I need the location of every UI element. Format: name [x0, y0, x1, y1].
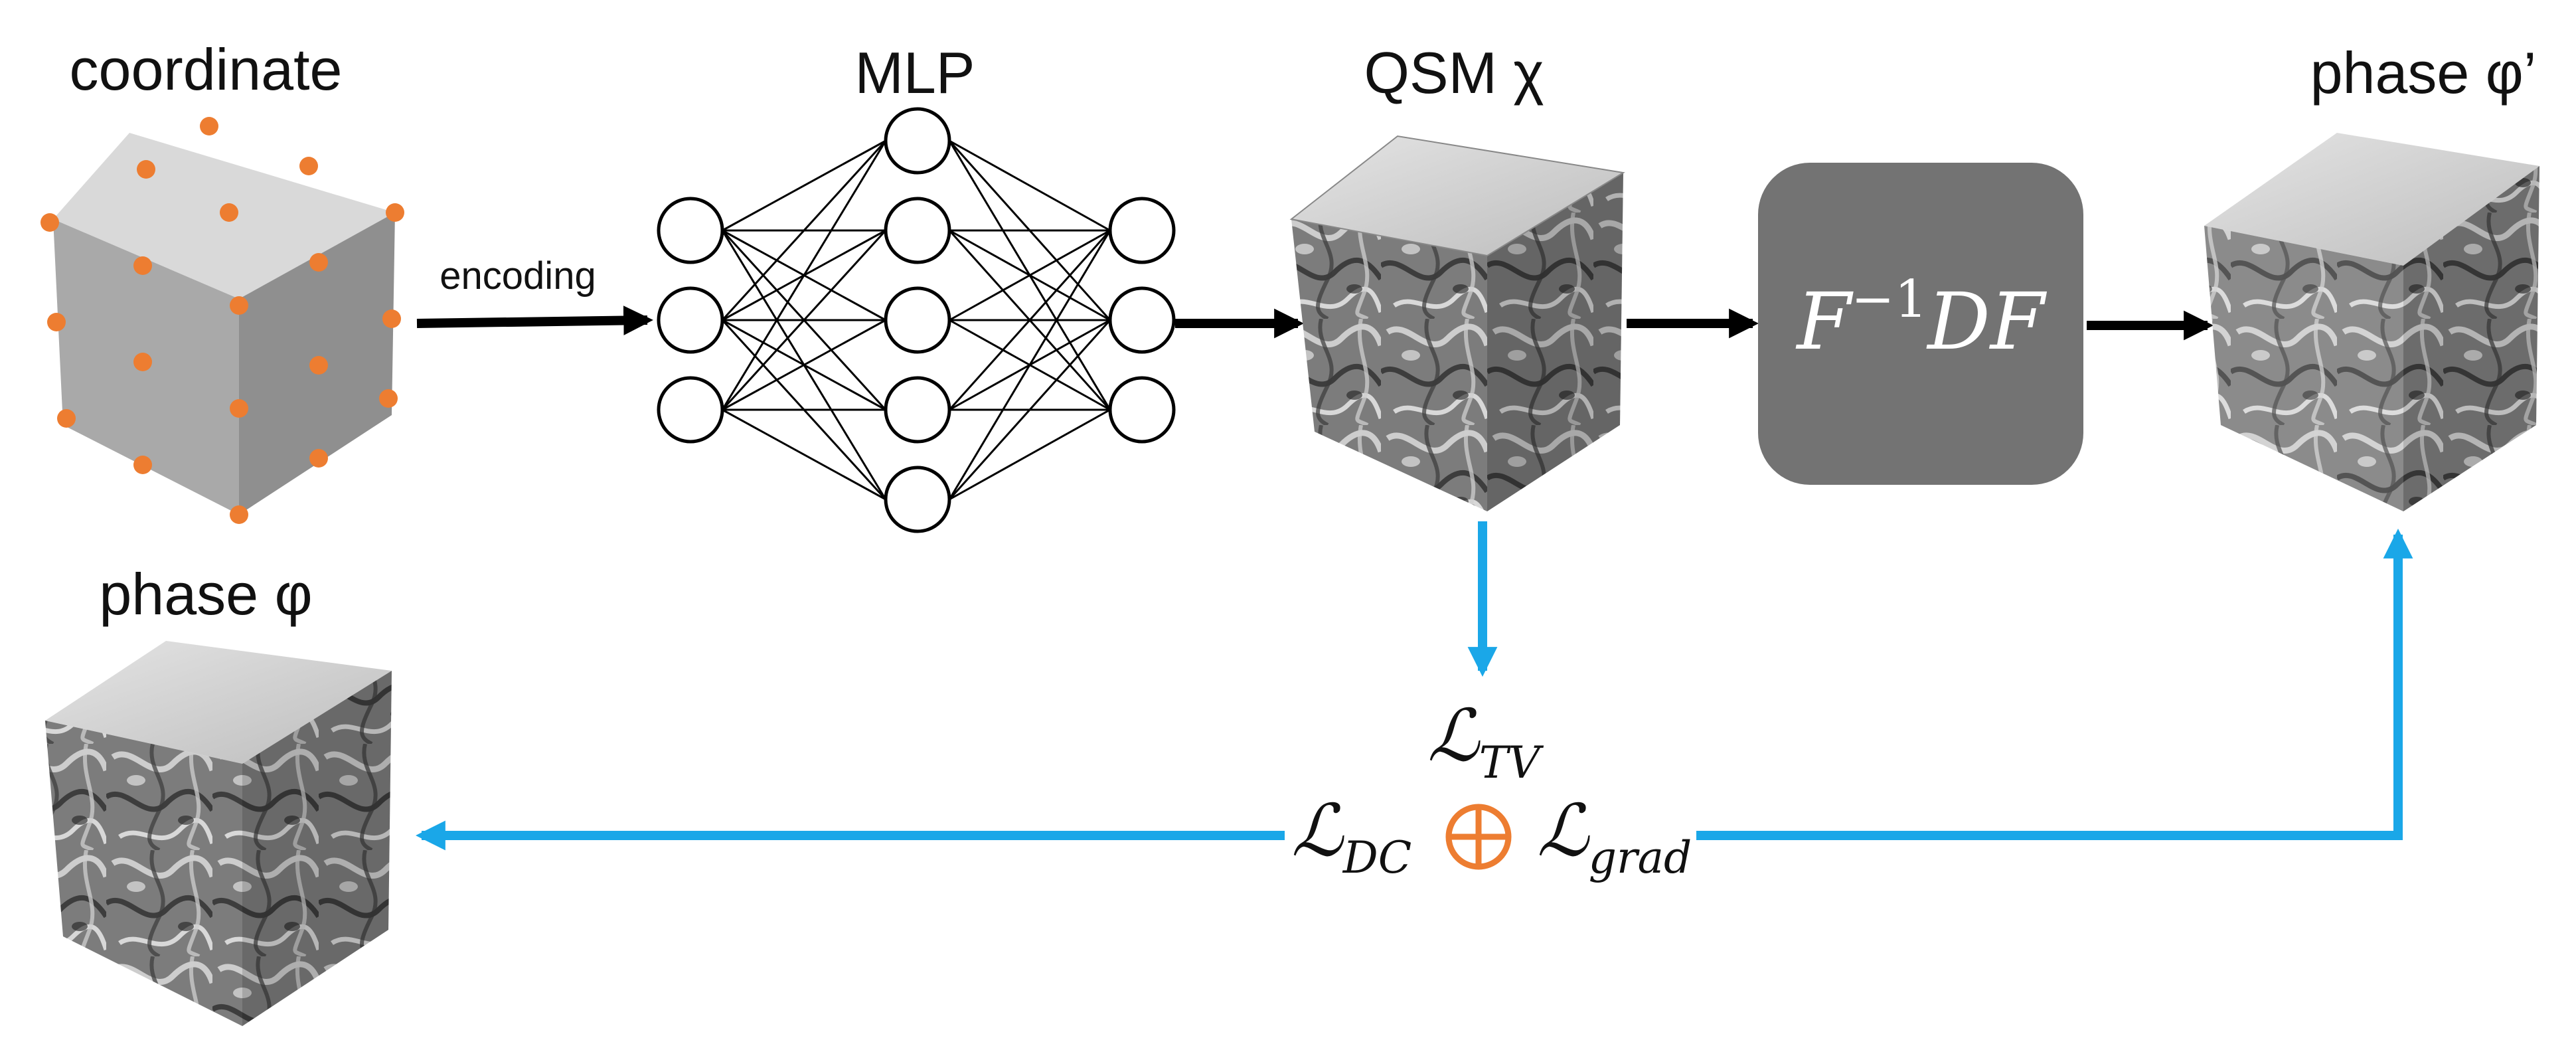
mlp-edge [721, 140, 887, 410]
mlp-node [657, 286, 724, 354]
qsm-label: QSM χ [1364, 40, 1544, 106]
operator-box-background [1758, 163, 2083, 485]
coordinate-dot [309, 356, 328, 375]
mlp-edge [948, 230, 1111, 500]
oplus-icon [1445, 804, 1512, 870]
operator-label: F−1DF [1795, 270, 2047, 367]
loss-dc-base: ℒ [1291, 790, 1344, 873]
coordinate-label: coordinate [70, 37, 343, 102]
loss-dc: ℒDC [1291, 790, 1411, 883]
loss-grad-subscript: grad [1589, 832, 1692, 883]
dipole-operator-box: F−1DF [1758, 163, 2083, 485]
mlp-edge [949, 408, 1111, 501]
mlp-node [884, 107, 951, 175]
mlp-edge [948, 319, 1111, 501]
mlp-edges [721, 139, 1111, 501]
coordinate-dot [309, 253, 328, 272]
mlp-node [1108, 286, 1176, 354]
coordinate-dot [386, 203, 404, 222]
coordinate-dot [382, 309, 401, 328]
loss-tv-base: ℒ [1427, 695, 1481, 778]
encoding-arrow [416, 305, 653, 335]
mlp-node [1108, 376, 1176, 444]
phase-input-cube-top-face [45, 641, 392, 764]
encoding-label: encoding [440, 254, 596, 298]
mlp-node [884, 376, 951, 444]
coordinate-cube [40, 117, 404, 524]
coordinate-dot [230, 296, 248, 315]
coordinate-dot [133, 456, 152, 474]
loss-tv-subscript: TV [1479, 737, 1544, 788]
coordinate-dot [220, 203, 238, 222]
operator-rest: DF [1926, 276, 2048, 367]
mlp-node [884, 197, 951, 264]
phase-input-cube-right-face [242, 671, 392, 1026]
mlp-edge [949, 229, 1111, 321]
phase-prime-cube-right-face [2403, 166, 2539, 511]
phase-input-cube [45, 641, 392, 1026]
coordinate-dot [379, 389, 398, 408]
phase-prime-cube-left-face [2204, 226, 2403, 511]
mlp-edge [722, 139, 886, 232]
mlp-nodes [657, 107, 1176, 533]
phase-prime-cube [2204, 133, 2539, 511]
coordinate-dot [40, 213, 59, 232]
mlp-node [657, 376, 724, 444]
coordinate-dot [133, 353, 152, 371]
coordinate-dot [230, 399, 248, 418]
mlp-network [657, 107, 1176, 533]
loss-tv: ℒTV [1427, 695, 1544, 788]
phase-prime-cube-top-face [2204, 133, 2539, 266]
coordinate-dots [40, 117, 404, 524]
coordinate-dot [309, 449, 328, 468]
mlp-edge [948, 229, 1111, 411]
mlp-node [884, 466, 951, 533]
mlp-label: MLP [855, 40, 975, 106]
phase-output-label: phase φ’ [2310, 40, 2537, 106]
mlp-edge [722, 408, 886, 501]
mlp-edge [721, 139, 887, 321]
mlp-node [884, 286, 951, 354]
operator-base: F [1795, 276, 1854, 367]
mlp-edge [722, 319, 886, 411]
coordinate-dot [230, 505, 248, 524]
phase-input-cube-left-face [45, 721, 242, 1026]
qsm-cube-top-face [1291, 136, 1623, 256]
coordinate-dot [299, 157, 318, 175]
loss-grad-base: ℒ [1537, 790, 1590, 873]
mlp-edge [949, 139, 1111, 232]
coordinate-dot [133, 256, 152, 275]
mlp-edge [721, 229, 887, 411]
coordinate-dot [47, 313, 66, 331]
qsm-cube-right-face [1487, 173, 1623, 511]
mlp-node [1108, 197, 1176, 264]
loss-dc-subscript: DC [1342, 832, 1411, 883]
qsm-cube-left-face [1291, 219, 1487, 511]
mlp-node [657, 197, 724, 264]
qsm-chi-cube [1289, 135, 1625, 511]
phase-input-label: phase φ [99, 561, 312, 627]
phase-prime-to-grad-loss-arrow [1696, 529, 2413, 840]
coordinate-dot [57, 409, 76, 428]
coordinate-dot [137, 160, 155, 179]
coordinate-dot [200, 117, 218, 135]
loss-grad: ℒgrad [1537, 790, 1692, 883]
operator-superscript: −1 [1851, 270, 1927, 329]
